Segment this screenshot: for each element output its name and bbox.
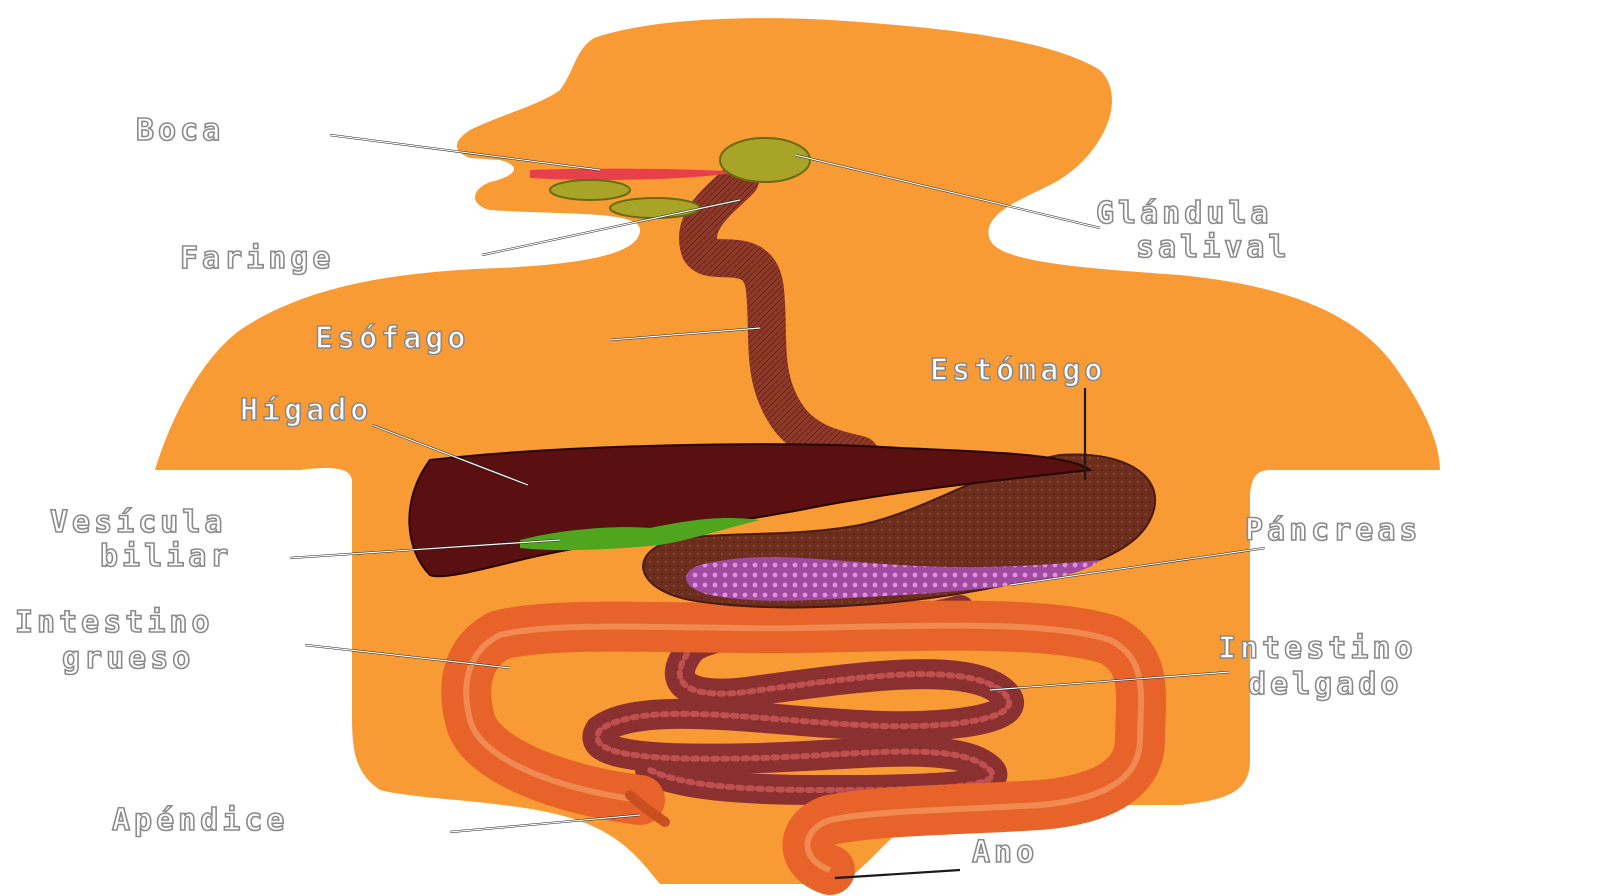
label-apendice: Apéndice bbox=[112, 803, 289, 838]
label-faringe: Faringe bbox=[180, 241, 334, 276]
label-esofago: Esófago bbox=[315, 321, 469, 356]
label-glandula: Glándula bbox=[1096, 196, 1273, 231]
label-intestino-grueso-1: Intestino bbox=[15, 605, 214, 640]
label-biliar: biliar bbox=[100, 539, 232, 574]
label-ano: Ano bbox=[972, 835, 1038, 870]
label-higado: Hígado bbox=[240, 393, 372, 428]
label-intestino-grueso-2: grueso bbox=[62, 641, 194, 676]
label-estomago: Estómago bbox=[930, 353, 1107, 388]
label-intestino-delgado-2: delgado bbox=[1248, 667, 1402, 702]
label-intestino-delgado-1: Intestino bbox=[1218, 631, 1417, 666]
label-vesicula: Vesícula bbox=[50, 505, 227, 540]
label-pancreas: Páncreas bbox=[1245, 513, 1422, 548]
label-salival: salival bbox=[1136, 230, 1290, 265]
label-boca: Boca bbox=[136, 113, 224, 148]
